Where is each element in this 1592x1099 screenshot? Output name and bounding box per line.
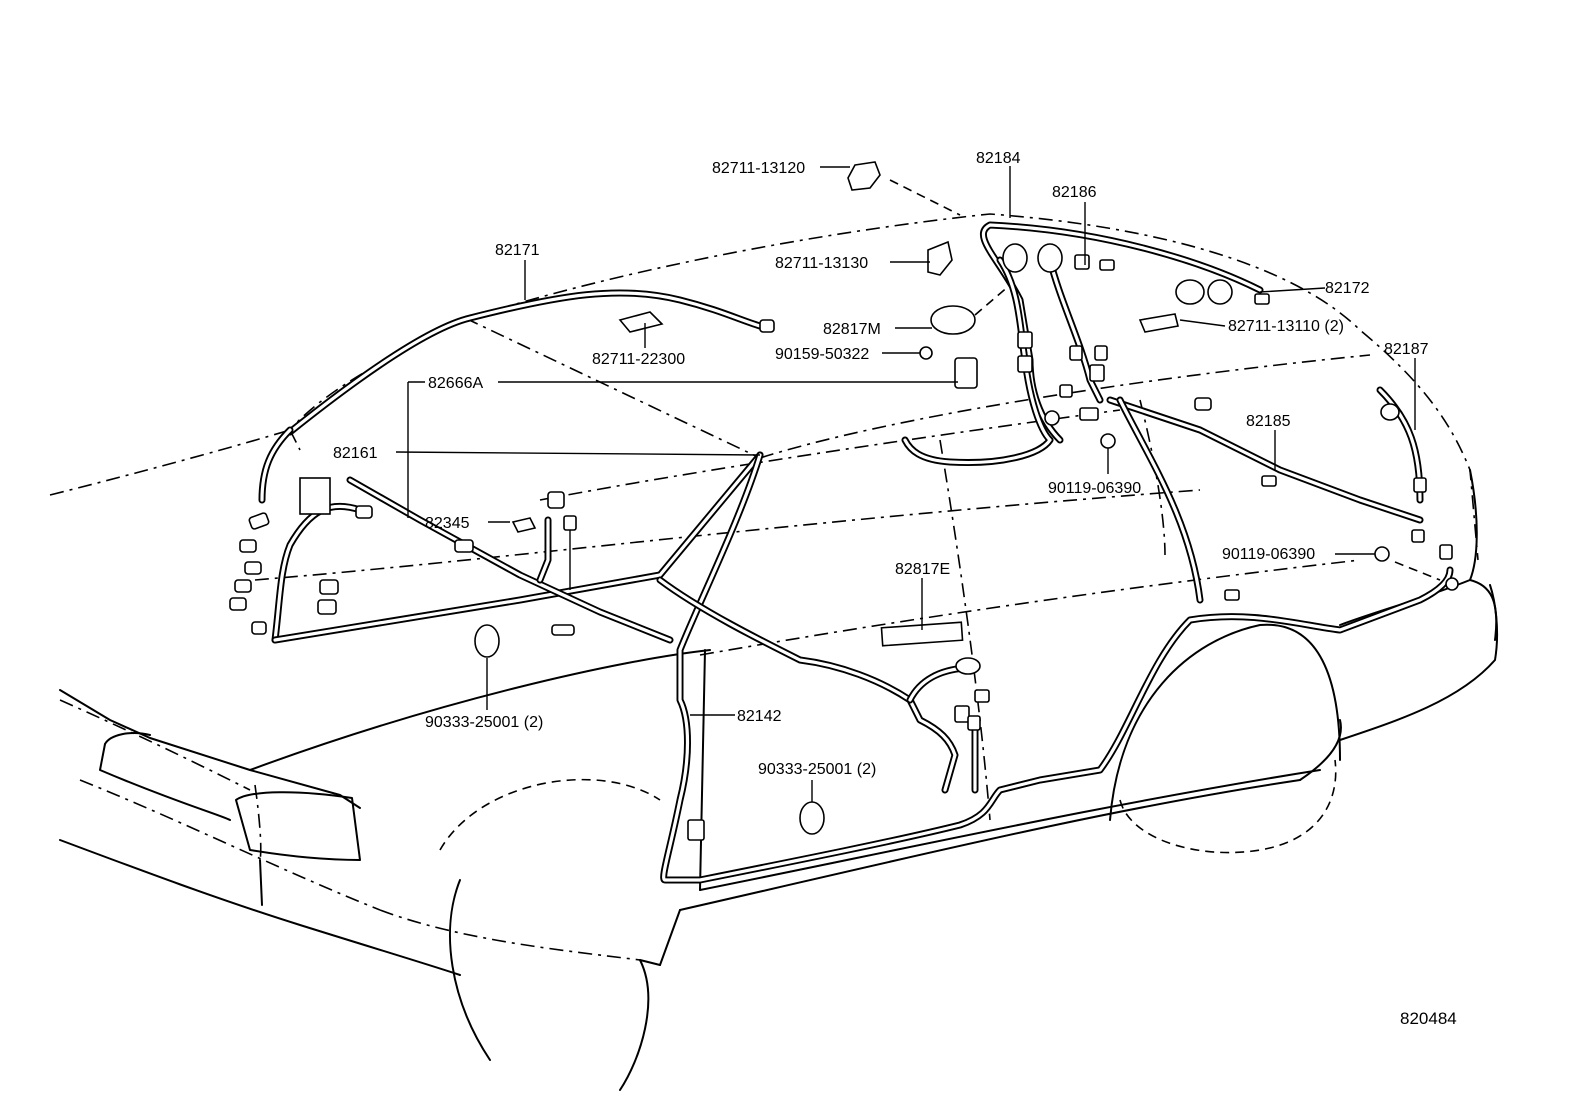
label-82711-13130: 82711-13130 [775, 255, 868, 272]
label-82817m: 82817M [823, 321, 881, 338]
car-body-outline [49, 213, 1499, 1091]
label-82184: 82184 [976, 150, 1021, 167]
label-82187: 82187 [1384, 341, 1429, 358]
label-82142: 82142 [737, 708, 782, 725]
small-parts [474, 161, 1441, 835]
label-82711-13110: 82711-13110 (2) [1228, 318, 1344, 335]
label-82666a: 82666A [428, 375, 483, 392]
harness-82171-roof [286, 289, 775, 436]
harness-82161-front [229, 426, 764, 644]
label-82171: 82171 [495, 242, 540, 259]
label-82711-22300: 82711-22300 [592, 351, 685, 368]
label-82185: 82185 [1246, 413, 1291, 430]
label-90159-50322: 90159-50322 [775, 346, 869, 363]
harness-82184-rear-roof [901, 221, 1270, 467]
label-82186: 82186 [1052, 184, 1097, 201]
harness-82185-rear [1106, 386, 1459, 604]
label-90333-25001-front: 90333-25001 (2) [425, 714, 543, 731]
part-number-labels: 82711-13120 82184 82186 82171 82711-1313… [333, 150, 1457, 1028]
label-82345: 82345 [425, 515, 470, 532]
leader-lines [395, 166, 1416, 802]
label-82161: 82161 [333, 445, 378, 462]
label-82172: 82172 [1325, 280, 1370, 297]
label-82711-13120: 82711-13120 [712, 160, 805, 177]
label-90119-06390-upper: 90119-06390 [1048, 480, 1141, 497]
label-90333-25001-rear: 90333-25001 (2) [758, 761, 876, 778]
harness-82142-floor [656, 451, 1454, 884]
figure-number: 820484 [1400, 1009, 1457, 1028]
label-82817e: 82817E [895, 561, 950, 578]
label-90119-06390-lower: 90119-06390 [1222, 546, 1315, 563]
